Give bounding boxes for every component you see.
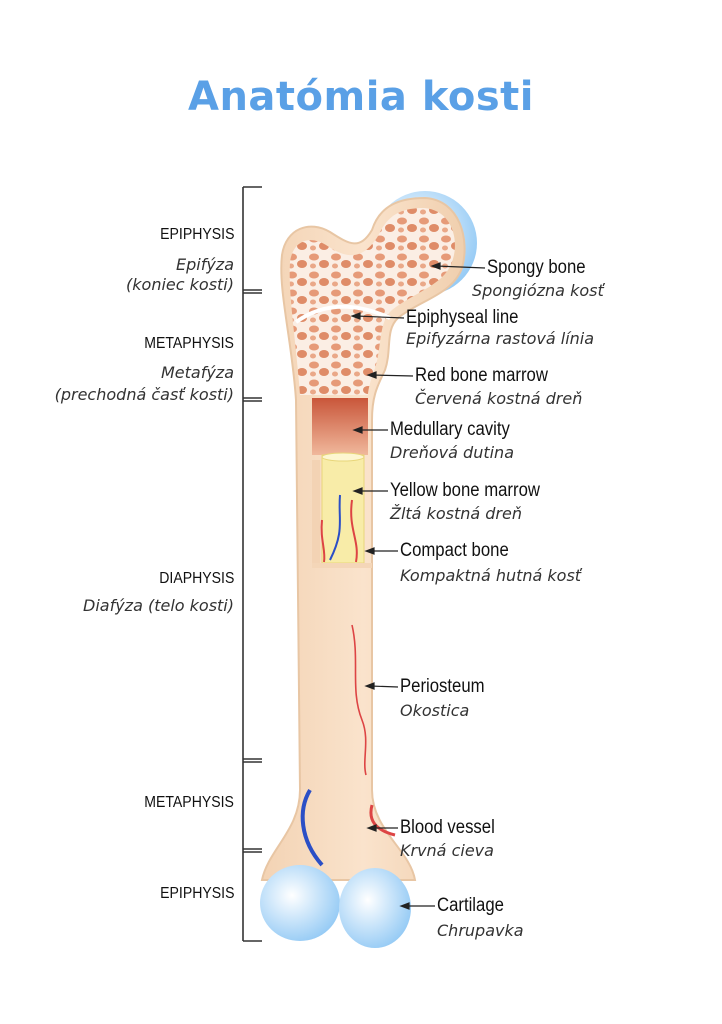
region-metaphysis-top-sk: Metafýza	[160, 363, 234, 382]
page-title: Anatómia kosti	[188, 74, 534, 120]
region-epiphysis-top-sk: Epifýza	[175, 255, 234, 274]
epiphyseal-line	[294, 304, 391, 324]
label-red-bone-marrow-sk: Červená kostná dreň	[415, 389, 583, 408]
label-medullary-cavity-sk: Dreňová dutina	[390, 443, 514, 462]
artery	[350, 499, 358, 563]
label-red-bone-marrow: Red bone marrow	[415, 365, 548, 386]
region-epiphysis-top: EPIPHYSIS	[159, 226, 234, 243]
cartilage-right	[339, 868, 411, 948]
label-blood-vessel-sk: Krvná cieva	[400, 841, 494, 860]
label-periosteum: Periosteum	[400, 676, 485, 697]
label-cartilage: Cartilage	[437, 895, 504, 916]
label-spongy-bone-sk: Spongiózna kosť	[472, 281, 604, 300]
vein	[329, 494, 341, 561]
label-compact-bone-sk: Kompaktná hutná kosť	[400, 566, 582, 585]
region-epiphysis-top-sk2: (koniec kosti)	[126, 275, 234, 294]
region-metaphysis-bottom: METAPHYSIS	[144, 794, 234, 811]
pointer-arrows	[350, 262, 486, 910]
region-epiphysis-bottom: EPIPHYSIS	[159, 885, 234, 902]
region-metaphysis-top: METAPHYSIS	[144, 335, 234, 352]
label-yellow-bone-marrow-sk: Žltá kostná dreň	[390, 504, 522, 523]
spongy-bone	[289, 208, 455, 395]
label-medullary-cavity: Medullary cavity	[390, 419, 510, 440]
region-diaphysis-sk: Diafýza (telo kosti)	[83, 596, 234, 615]
region-diaphysis: DIAPHYSIS	[158, 570, 234, 587]
label-periosteum-sk: Okostica	[400, 701, 470, 720]
blood-vessel-red	[369, 804, 396, 837]
region-bracket	[242, 186, 262, 942]
region-metaphysis-top-sk2: (prechodná časť kosti)	[54, 385, 234, 404]
label-spongy-bone: Spongy bone	[487, 257, 586, 278]
blood-vessel-blue	[300, 788, 324, 867]
cartilage-left	[260, 865, 340, 941]
label-epiphyseal-line: Epiphyseal line	[406, 307, 519, 328]
label-blood-vessel: Blood vessel	[400, 817, 495, 838]
yellow-marrow-top	[321, 452, 365, 462]
artery-secondary	[320, 519, 326, 563]
compact-bone-edge	[312, 563, 372, 568]
label-cartilage-sk: Chrupavka	[437, 921, 524, 940]
label-epiphyseal-line-sk: Epifyzárna rastová línia	[406, 329, 595, 348]
label-yellow-bone-marrow: Yellow bone marrow	[390, 480, 540, 501]
label-compact-bone: Compact bone	[400, 540, 509, 561]
yellow-marrow	[321, 454, 365, 564]
medullary-cavity	[312, 398, 368, 455]
periosteum-vessel	[351, 624, 367, 776]
